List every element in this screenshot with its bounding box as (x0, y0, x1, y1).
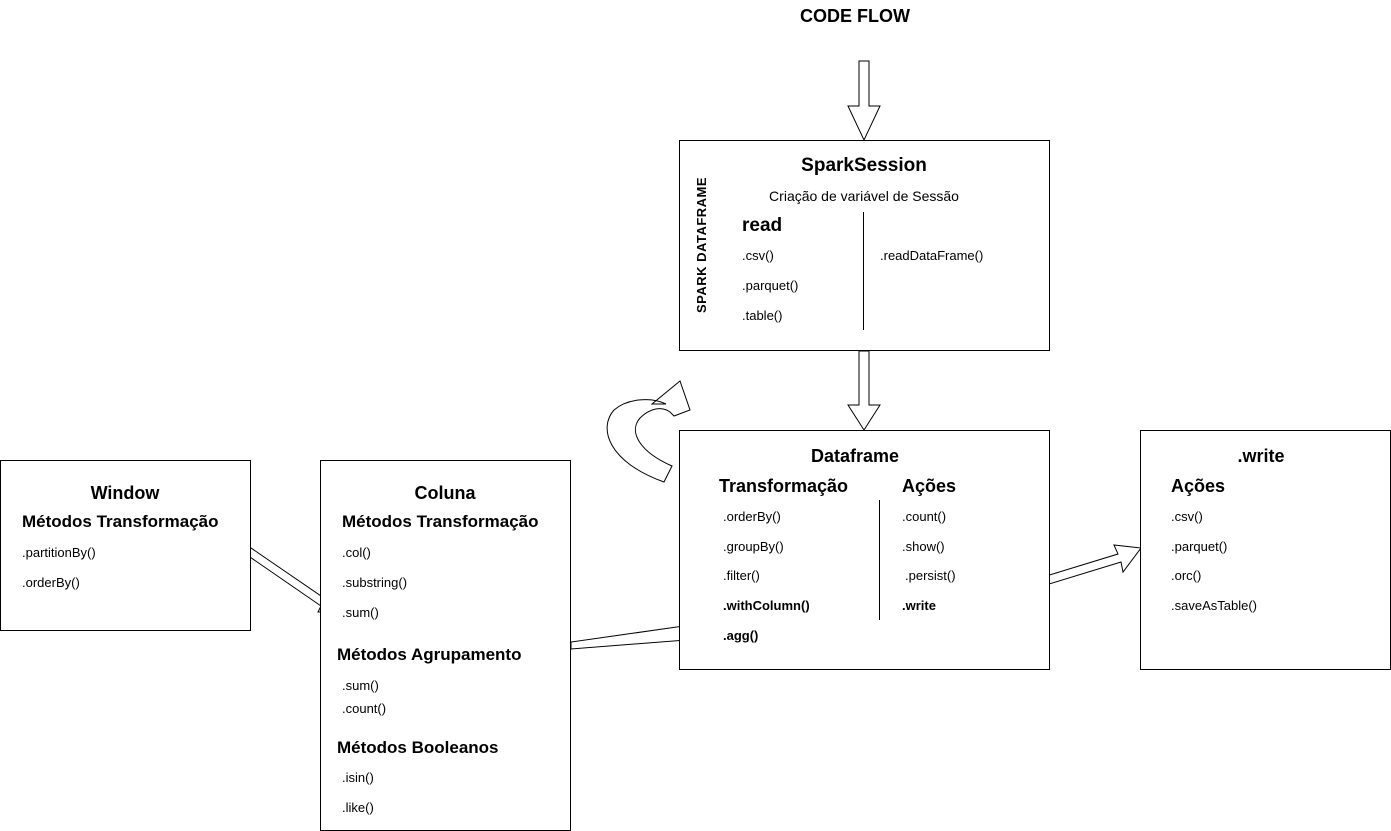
diagram-title: CODE FLOW (800, 6, 910, 26)
coluna-method-substring: .substring() (342, 575, 408, 590)
read-dataframe-method: .readDataFrame() (880, 248, 984, 263)
coluna-bool-heading: Métodos Booleanos (337, 738, 499, 757)
sparksession-title: SparkSession (801, 155, 927, 176)
window-heading: Métodos Transformação (22, 512, 219, 531)
df-method-agg: .agg() (723, 628, 759, 643)
df-action-persist: .persist() (905, 568, 956, 583)
coluna-title: Coluna (414, 483, 476, 503)
coluna-method-col: .col() (342, 545, 371, 560)
read-method-table: .table() (742, 308, 783, 323)
write-acoes-heading: Ações (1171, 476, 1226, 496)
coluna-method-sum: .sum() (342, 605, 379, 620)
write-method-orc: .orc() (1171, 568, 1202, 583)
transformacao-heading: Transformação (719, 476, 849, 496)
write-method-saveastable: .saveAsTable() (1171, 598, 1257, 613)
dataframe-title: Dataframe (810, 446, 900, 466)
df-method-groupby: .groupBy() (723, 539, 784, 554)
sparksession-divider (863, 212, 864, 330)
sparksession-box (679, 140, 1050, 351)
df-method-filter: .filter() (723, 568, 760, 583)
coluna-group-count: .count() (342, 701, 387, 716)
dataframe-box (679, 430, 1050, 670)
df-method-orderby: .orderBy() (723, 509, 781, 524)
write-method-csv: .csv() (1171, 509, 1203, 524)
spark-dataframe-side-label: SPARK DATAFRAME (694, 176, 709, 313)
read-method-parquet: .parquet() (742, 278, 799, 293)
acoes-heading: Ações (902, 476, 957, 496)
coluna-bool-isin: .isin() (342, 770, 374, 785)
df-action-write: .write (902, 598, 936, 613)
coluna-bool-like: .like() (342, 800, 374, 815)
coluna-group-sum: .sum() (342, 678, 379, 693)
arrow-dataframe-loop (606, 380, 691, 483)
coluna-transform-heading: Métodos Transformação (342, 512, 539, 531)
df-method-withcolumn: .withColumn() (723, 598, 810, 613)
coluna-box (320, 460, 571, 831)
arrow-sparksession-to-dataframe (847, 350, 881, 431)
coluna-group-heading: Métodos Agrupamento (337, 645, 522, 664)
write-method-parquet: .parquet() (1171, 539, 1228, 554)
window-box (0, 460, 251, 631)
window-method-partitionby: .partitionBy() (22, 545, 96, 560)
window-title: Window (90, 483, 160, 503)
arrow-code-flow-to-sparksession (847, 60, 881, 142)
window-method-orderby: .orderBy() (22, 575, 80, 590)
read-heading: read (742, 215, 783, 236)
read-method-csv: .csv() (742, 248, 774, 263)
write-title: .write (1237, 446, 1285, 466)
df-action-show: .show() (902, 539, 945, 554)
df-action-count: .count() (902, 509, 947, 524)
sparksession-subtitle: Criação de variável de Sessão (769, 188, 959, 204)
dataframe-divider (879, 500, 880, 620)
